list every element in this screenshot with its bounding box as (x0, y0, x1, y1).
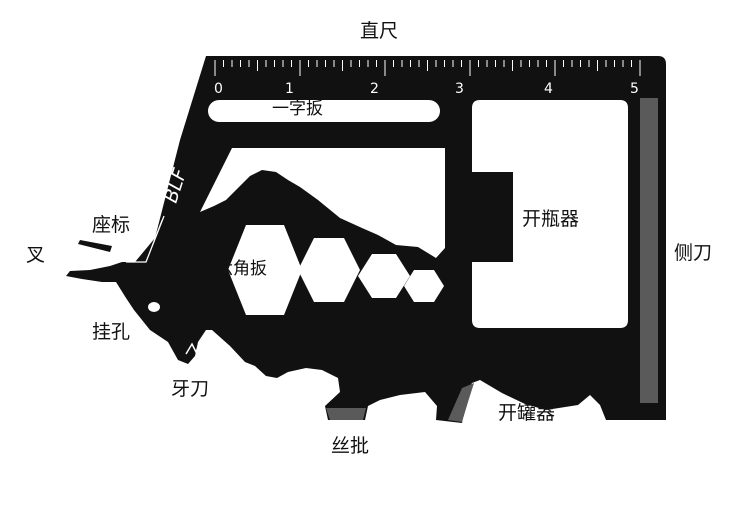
label-fork: 叉 (26, 244, 46, 266)
ruler-number-4: 4 (544, 81, 553, 97)
horn-back (78, 240, 112, 252)
bull-back-cutout (200, 148, 445, 258)
bottle-opener-window (472, 100, 628, 328)
label-thread-cutter: 丝批 (331, 435, 370, 457)
flat-screwdriver-slot (208, 100, 440, 122)
label-coordinate: 座标 (92, 214, 131, 236)
side-blade (640, 98, 658, 403)
hang-hole (148, 302, 160, 312)
ruler-number-3: 3 (455, 81, 464, 97)
ruler-number-1: 1 (285, 81, 294, 97)
label-can-opener: 开罐器 (498, 402, 556, 424)
ruler-number-2: 2 (370, 81, 379, 97)
thread-cutter-hoof (326, 408, 366, 420)
label-saw-blade: 牙刀 (171, 378, 210, 400)
label-hang-hole: 挂孔 (92, 321, 131, 343)
ruler-number-5: 5 (630, 81, 639, 97)
hex-wrench-hole-large (228, 225, 302, 315)
saw-teeth (185, 338, 213, 355)
label-hex-wrench: 六角扳 (216, 259, 267, 279)
hex-wrench-hole-medium (298, 238, 360, 302)
label-bottle-opener: 开瓶器 (522, 208, 580, 230)
ruler-number-0: 0 (214, 81, 223, 97)
label-flat-screwdriver: 一字扳 (272, 99, 323, 119)
hex-wrench-hole-small (358, 254, 410, 298)
ruler-ticks (214, 60, 641, 76)
can-opener-hoof (448, 383, 474, 422)
hex-wrench-hole-tiny (404, 270, 444, 302)
label-side-blade: 侧刀 (674, 242, 713, 264)
ruler-numbers: 0 1 2 3 4 5 (214, 81, 639, 97)
label-ruler: 直尺 (360, 20, 399, 42)
